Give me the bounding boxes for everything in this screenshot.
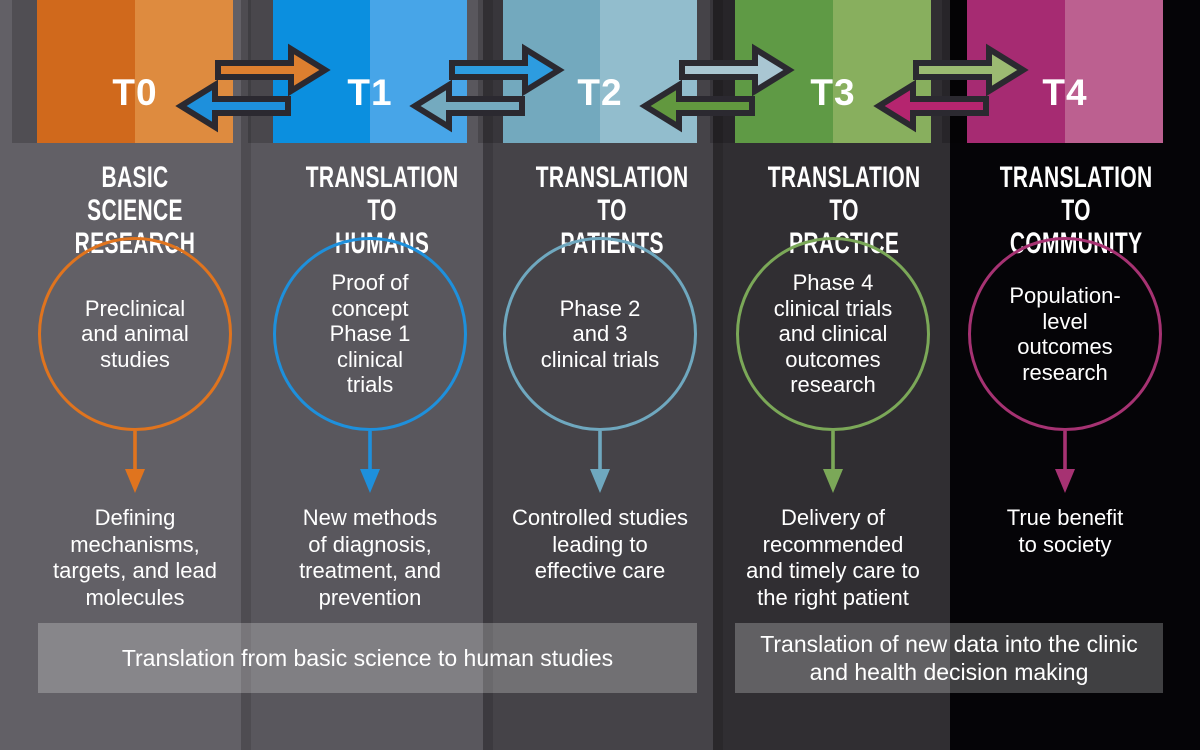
- t0-down-arrow-head: [125, 469, 145, 493]
- column-separator-1: [241, 0, 251, 750]
- t1-label: T1: [347, 72, 393, 113]
- t3-down-arrow-icon: [823, 431, 843, 493]
- t4-outcome-text: True benefit to society: [1006, 505, 1124, 557]
- t0-circle: Preclinical and animal studies: [38, 237, 232, 431]
- t2-label: T2: [577, 72, 623, 113]
- arrow-left-t3-to-t2-icon: [639, 79, 755, 133]
- t1-down-arrow-icon: [360, 431, 380, 493]
- t4-down-arrow-stem: [1063, 431, 1067, 473]
- t0-down-arrow-icon: [125, 431, 145, 493]
- arrow-right-t3-to-t4-icon: [913, 43, 1029, 97]
- bidirectional-arrows-t3-t4: [873, 43, 1029, 133]
- footer-bar-data-to-clinic: Translation of new data into the clinic …: [735, 623, 1163, 693]
- t1-circle-text: Proof of concept Phase 1 clinical trials: [329, 270, 411, 398]
- t2-outcome-text: Controlled studies leading to effective …: [511, 505, 689, 583]
- footer-bar-data-to-clinic-text: Translation of new data into the clinic …: [760, 631, 1138, 685]
- t0-circle-text: Preclinical and animal studies: [81, 295, 189, 372]
- t3-down-arrow-stem: [831, 431, 835, 473]
- t4-down-arrow-icon: [1055, 431, 1075, 493]
- column-separator-2: [483, 0, 493, 750]
- t2-circle-text: Phase 2 and 3 clinical trials: [540, 295, 660, 372]
- t0-block-dark-half: [37, 0, 135, 143]
- t4-circle: Population- level outcomes research: [968, 237, 1162, 431]
- t2-down-arrow-head: [590, 469, 610, 493]
- t0-down-arrow-stem: [133, 431, 137, 473]
- arrow-left-t4-to-t3-icon: [873, 79, 989, 133]
- bidirectional-arrows-t0-t1: [175, 43, 331, 133]
- t2-circle: Phase 2 and 3 clinical trials: [503, 237, 697, 431]
- t0-label: T0: [112, 72, 158, 113]
- t3-outcome-text: Delivery of recommended and timely care …: [746, 505, 920, 610]
- footer-bar-basic-to-human-text: Translation from basic science to human …: [121, 645, 614, 671]
- t4-down-arrow-head: [1055, 469, 1075, 493]
- t1-header-block: T1: [273, 0, 467, 143]
- arrow-left-t2-to-t1-icon: [409, 79, 525, 133]
- t1-down-arrow-head: [360, 469, 380, 493]
- arrow-right-t0-to-t1-icon: [215, 43, 331, 97]
- arrow-left-t1-to-t0-icon: [175, 79, 291, 133]
- bidirectional-arrows-t2-t3: [639, 43, 795, 133]
- t4-circle-text: Population- level outcomes research: [1009, 283, 1121, 385]
- t3-circle-text: Phase 4 clinical trials and clinical out…: [773, 270, 893, 398]
- bidirectional-arrows-t1-t2: [409, 43, 565, 133]
- arrow-right-t2-to-t3-icon: [679, 43, 795, 97]
- t2-down-arrow-icon: [590, 431, 610, 493]
- t3-circle: Phase 4 clinical trials and clinical out…: [736, 237, 930, 431]
- header-gap-strip-t0: [12, 0, 37, 143]
- t4-block-light-half: [1065, 0, 1163, 143]
- t1-down-arrow-stem: [368, 431, 372, 473]
- column-separator-3: [713, 0, 723, 750]
- t3-down-arrow-head: [823, 469, 843, 493]
- t1-circle: Proof of concept Phase 1 clinical trials: [273, 237, 467, 431]
- t1-outcome-text: New methods of diagnosis, treatment, and…: [299, 505, 441, 610]
- arrow-right-t1-to-t2-icon: [449, 43, 565, 97]
- t3-label: T3: [810, 72, 856, 113]
- t0-outcome-text: Defining mechanisms, targets, and lead m…: [53, 505, 217, 610]
- t4-label: T4: [1042, 72, 1088, 113]
- t2-down-arrow-stem: [598, 431, 602, 473]
- footer-bar-basic-to-human: Translation from basic science to human …: [38, 623, 697, 693]
